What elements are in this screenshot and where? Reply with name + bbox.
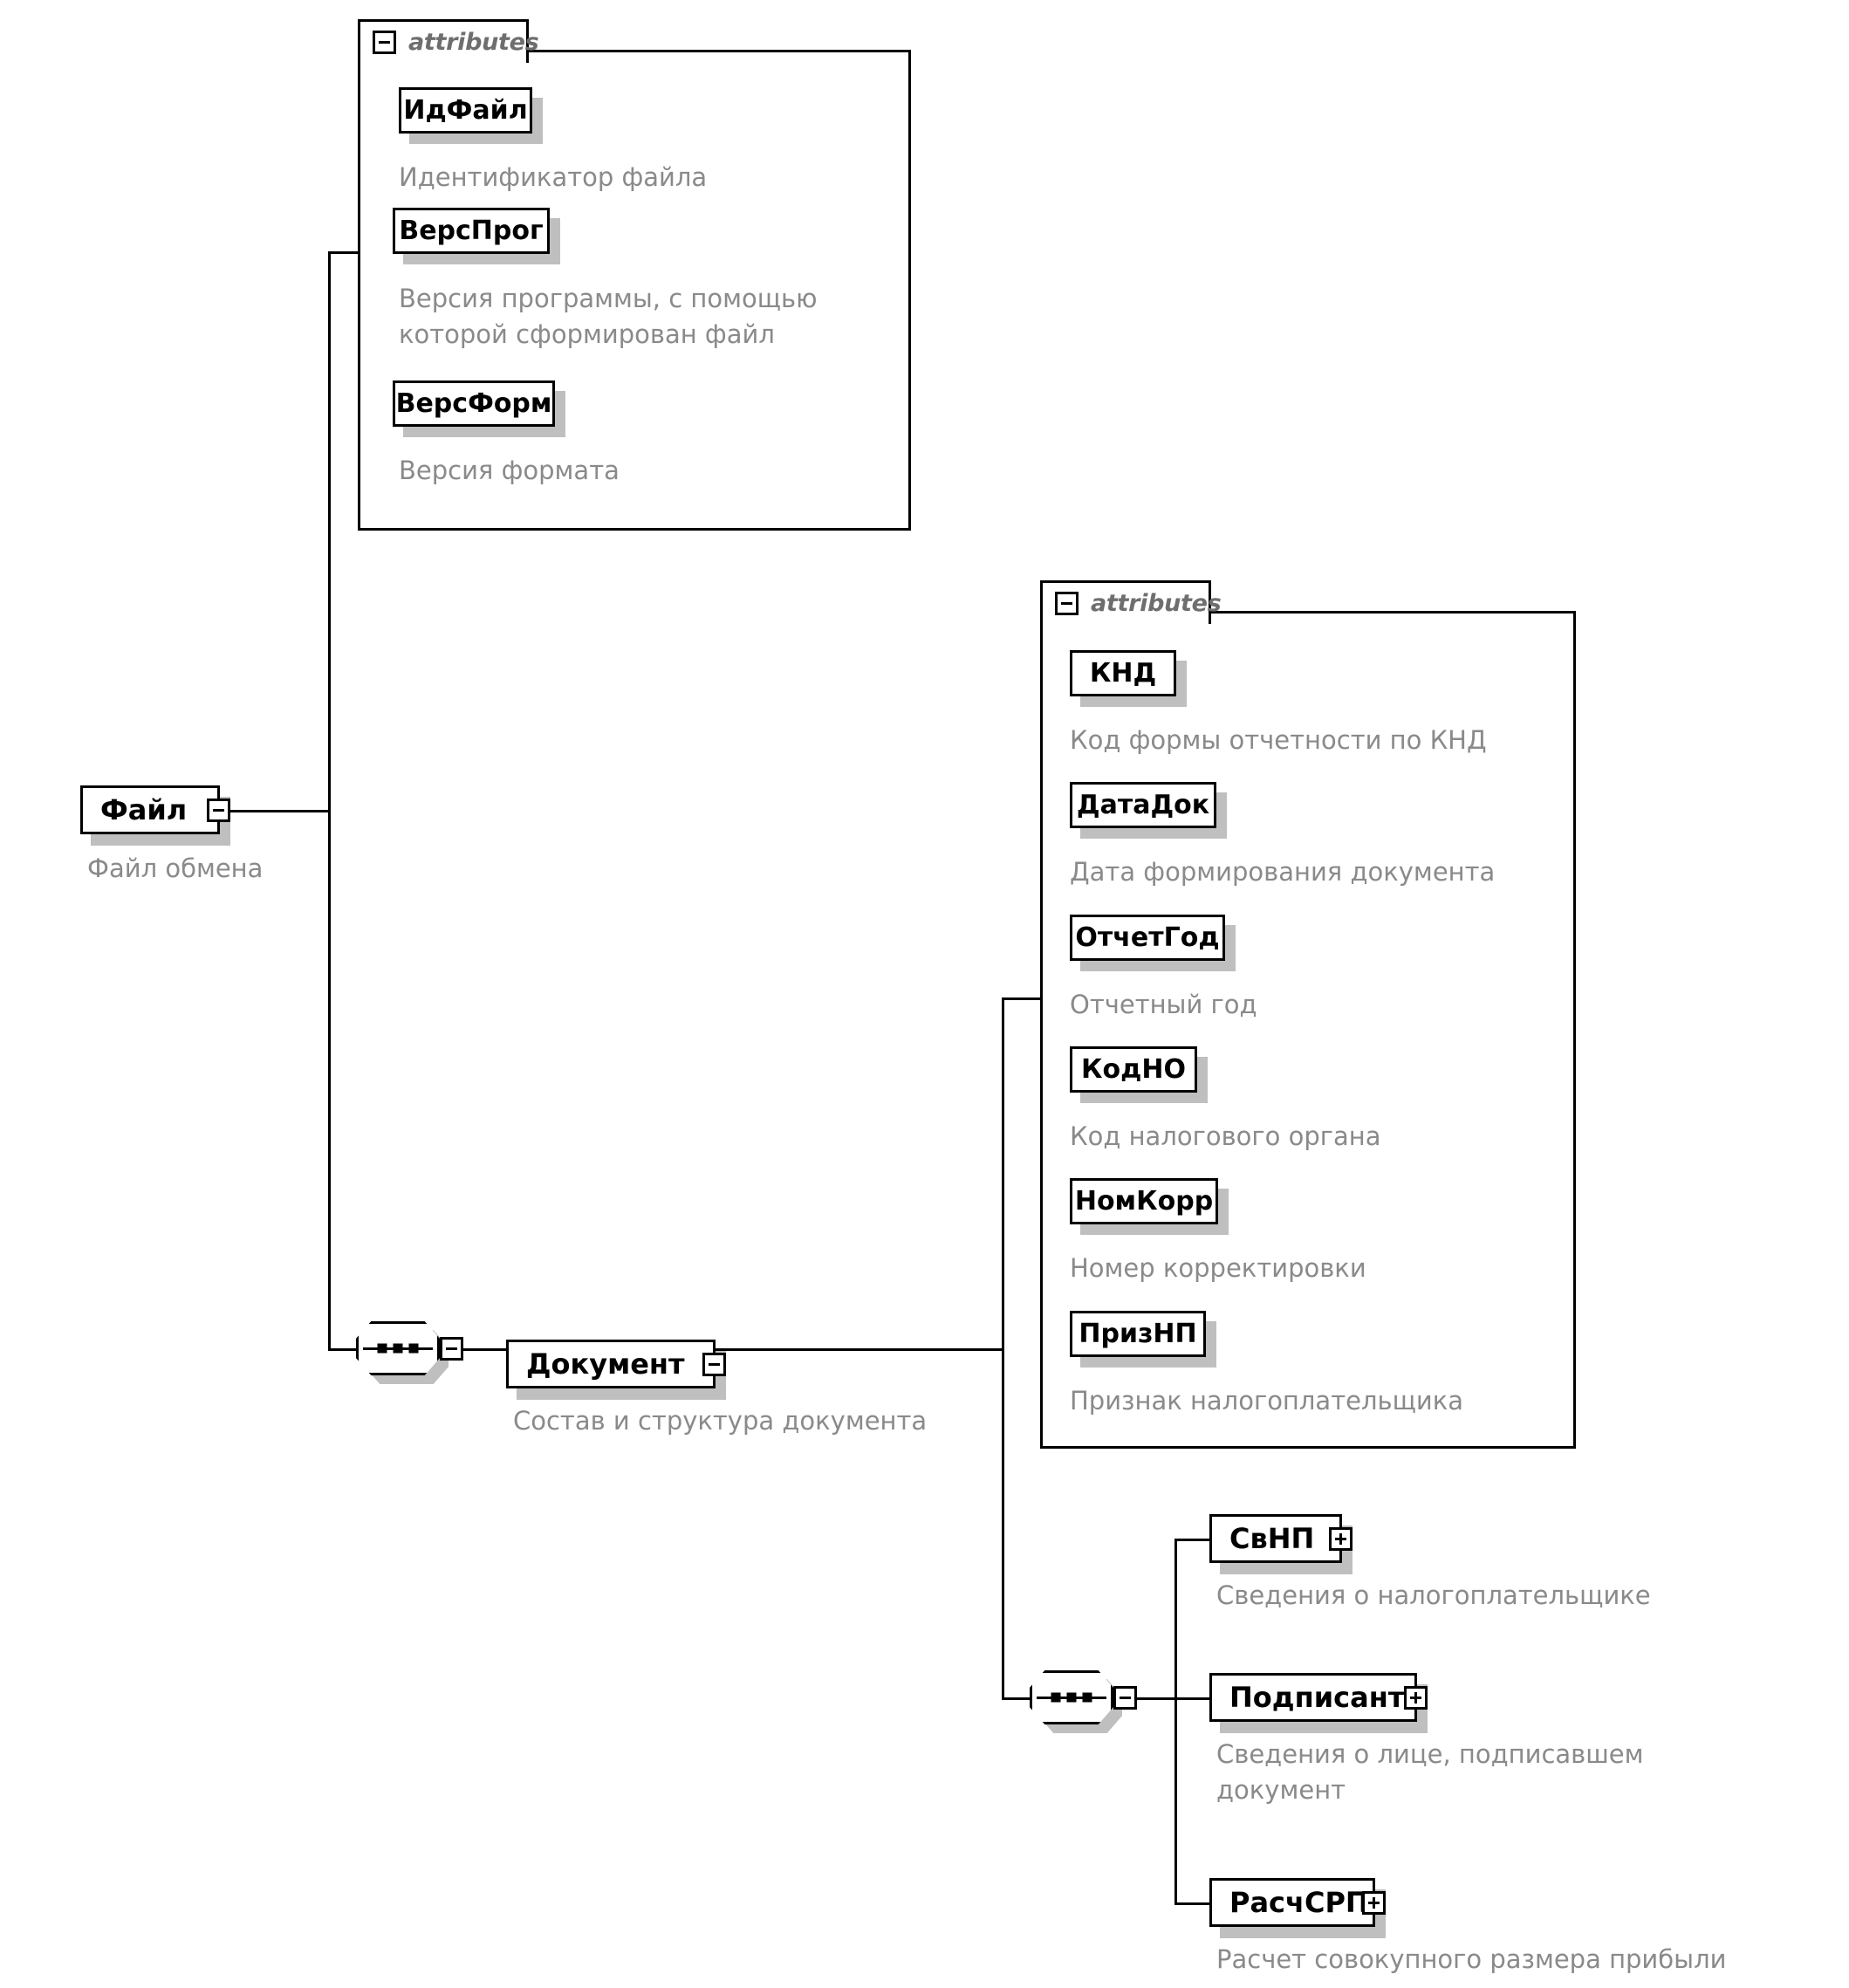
attribute-node-versprog[interactable]: ВерсПрог [393,208,550,254]
connector-sequence-to-document [463,1348,509,1351]
attribute-annotation-datadok: Дата формирования документа [1070,857,1496,887]
document-attributes-tab[interactable]: attributes [1040,580,1222,624]
element-node-podpisant[interactable]: Подписант [1209,1673,1428,1722]
file-attributes-tab-label: attributes [408,29,539,56]
element-annotation-raschsrp: Расчет совокупного размера прибыли [1216,1944,1727,1974]
collapse-minus-icon[interactable] [207,798,230,822]
element-node-raschsrp[interactable]: РасчСРП [1209,1878,1386,1927]
collapse-minus-icon[interactable] [1113,1685,1137,1710]
connector-document-to-child-sequence [1002,1697,1030,1700]
attribute-node-knd[interactable]: КНД [1070,650,1176,696]
file-attributes-tab[interactable]: attributes [358,19,539,63]
attribute-node-kodno[interactable]: КодНО [1070,1046,1197,1093]
file-attributes-tab-seam [360,58,526,66]
attribute-annotation-nomkorr: Номер корректировки [1070,1253,1366,1283]
element-node-dokument[interactable]: Документ [506,1340,726,1388]
element-annotation-podpisant: Сведения о лице, подписавшем документ [1216,1739,1644,1806]
element-node-podpisant-label: Подписант [1229,1681,1405,1714]
connector-branch-to-svnp [1174,1539,1211,1541]
attribute-annotation-knd: Код формы отчетности по КНД [1070,725,1487,755]
expand-plus-icon[interactable] [1404,1685,1428,1710]
sequence-dots [377,1343,419,1354]
connector-childseq-to-branch [1137,1697,1177,1700]
element-node-fail[interactable]: Файл [80,785,230,834]
attribute-node-priznp[interactable]: ПризНП [1070,1311,1206,1357]
connector-children-trunk [1174,1539,1177,1905]
attribute-node-idfail[interactable]: ИдФайл [399,87,532,134]
collapse-minus-icon[interactable] [440,1336,463,1361]
expand-plus-icon[interactable] [1362,1890,1386,1915]
element-node-svnp[interactable]: СвНП [1209,1514,1353,1563]
document-attributes-tab-label: attributes [1091,590,1222,617]
attribute-annotation-otchetgod: Отчетный год [1070,990,1257,1019]
element-node-dokument-label: Документ [526,1347,685,1381]
sequence-connector-icon[interactable] [1030,1670,1137,1733]
attribute-node-nomkorr[interactable]: НомКорр [1070,1178,1218,1224]
connector-trunk-to-sequence [328,1348,356,1351]
connector-file-to-attributes [328,251,360,254]
attribute-annotation-versprog: Версия программы, с помощью которой сфор… [399,284,818,350]
connector-branch-to-raschsrp [1174,1902,1211,1905]
element-annotation-svnp: Сведения о налогоплательщике [1216,1580,1651,1610]
collapse-minus-icon[interactable] [1055,592,1079,615]
element-annotation-fail: Файл обмена [87,853,264,883]
attribute-annotation-kodno: Код налогового органа [1070,1121,1381,1151]
connector-document-to-trunk [716,1348,1004,1351]
attribute-node-versform[interactable]: ВерсФорм [393,380,555,427]
document-attributes-compartment [1040,611,1576,1449]
attribute-annotation-idfail: Идентификатор файла [399,162,708,192]
attribute-node-datadok[interactable]: ДатаДок [1070,782,1216,828]
connector-document-to-attributes [1002,997,1042,1000]
connector-file-node-to-trunk [230,810,331,812]
attribute-annotation-versform: Версия формата [399,456,620,485]
expand-plus-icon[interactable] [1329,1526,1353,1551]
element-annotation-dokument: Состав и структура документа [513,1406,928,1436]
connector-file-trunk [328,251,331,1351]
attribute-annotation-priznp: Признак налогоплательщика [1070,1386,1464,1416]
sequence-connector-icon[interactable] [356,1321,463,1384]
element-node-fail-label: Файл [100,793,188,826]
connector-document-trunk [1002,997,1004,1700]
element-node-svnp-label: СвНП [1229,1522,1315,1555]
document-attributes-tab-seam [1043,619,1209,627]
collapse-minus-icon[interactable] [702,1352,726,1376]
sequence-dots [1051,1692,1092,1703]
collapse-minus-icon[interactable] [373,31,396,54]
attribute-node-otchetgod[interactable]: ОтчетГод [1070,915,1225,961]
connector-branch-to-podpisant [1174,1697,1211,1700]
element-node-raschsrp-label: РасчСРП [1229,1886,1369,1919]
